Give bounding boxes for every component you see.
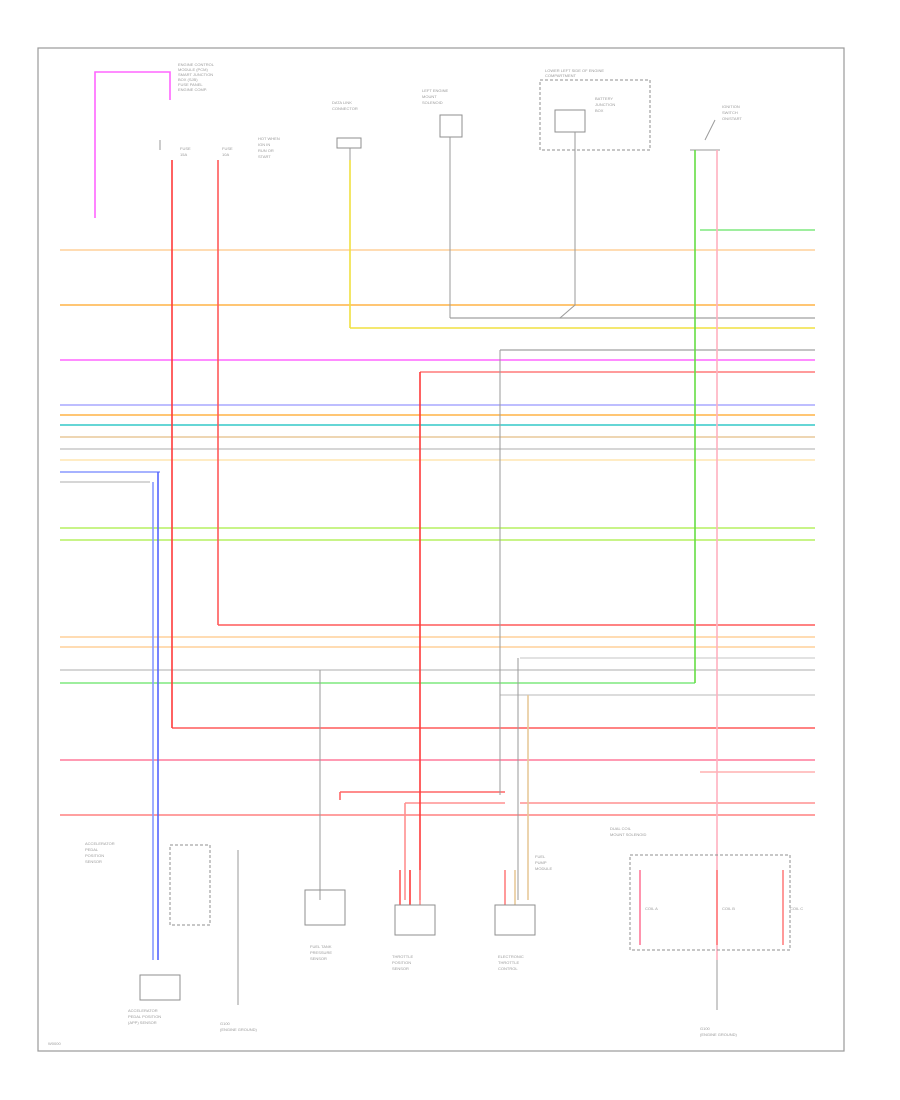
svg-text:THROTTLE: THROTTLE bbox=[498, 960, 519, 965]
svg-text:SENSOR: SENSOR bbox=[310, 956, 327, 961]
svg-text:POSITION: POSITION bbox=[85, 853, 104, 858]
svg-text:RUN OR: RUN OR bbox=[258, 148, 274, 153]
svg-text:PEDAL: PEDAL bbox=[85, 847, 99, 852]
svg-text:ACCELERATOR: ACCELERATOR bbox=[128, 1008, 158, 1013]
sensor-throttle: THROTTLE POSITION SENSOR bbox=[392, 870, 436, 971]
svg-text:CONTROL: CONTROL bbox=[498, 966, 518, 971]
svg-text:ELECTRONIC: ELECTRONIC bbox=[498, 954, 524, 959]
svg-text:MOUNT SOLENOID: MOUNT SOLENOID bbox=[610, 832, 646, 837]
svg-text:SENSOR: SENSOR bbox=[85, 859, 102, 864]
svg-text:G100: G100 bbox=[700, 1026, 711, 1031]
svg-text:DUAL COIL: DUAL COIL bbox=[610, 826, 632, 831]
svg-text:FUSE: FUSE bbox=[180, 146, 191, 151]
data-link-connector: DATA LINK CONNECTOR bbox=[332, 100, 362, 160]
svg-text:FUEL: FUEL bbox=[535, 854, 546, 859]
svg-text:THROTTLE: THROTTLE bbox=[392, 954, 413, 959]
sensor-left: ACCELERATOR PEDAL POSITION SENSOR ACCELE… bbox=[85, 841, 258, 1032]
fuse-pair: FUSE 15A FUSE 10A HOT WHEN IGN IN RUN OR… bbox=[180, 136, 280, 159]
svg-text:DATA LINK: DATA LINK bbox=[332, 100, 352, 105]
svg-text:BATTERY: BATTERY bbox=[595, 96, 613, 101]
ignition-switch: IGNITION SWITCH ON/START bbox=[690, 104, 742, 151]
svg-text:PUMP: PUMP bbox=[535, 860, 547, 865]
svg-text:FUEL TANK: FUEL TANK bbox=[310, 944, 332, 949]
svg-text:COIL B: COIL B bbox=[722, 906, 735, 911]
svg-text:HOT WHEN: HOT WHEN bbox=[258, 136, 280, 141]
svg-text:LEFT ENGINE: LEFT ENGINE bbox=[422, 88, 448, 93]
svg-text:COIL A: COIL A bbox=[645, 906, 658, 911]
sensor-middle-left: FUEL TANK PRESSURE SENSOR bbox=[304, 889, 346, 961]
svg-text:SWITCH: SWITCH bbox=[722, 110, 738, 115]
svg-text:15A: 15A bbox=[180, 152, 187, 157]
svg-text:FUSE PANEL: FUSE PANEL bbox=[178, 82, 203, 87]
svg-text:SOLENOID: SOLENOID bbox=[422, 100, 443, 105]
svg-text:G100: G100 bbox=[220, 1021, 231, 1026]
svg-text:PRESSURE: PRESSURE bbox=[310, 950, 332, 955]
svg-text:CONNECTOR: CONNECTOR bbox=[332, 106, 358, 111]
svg-text:IGNITION: IGNITION bbox=[722, 104, 740, 109]
svg-text:MOUNT: MOUNT bbox=[422, 94, 437, 99]
svg-text:SENSOR: SENSOR bbox=[392, 966, 409, 971]
svg-text:10A: 10A bbox=[222, 152, 229, 157]
svg-text:PEDAL POSITION: PEDAL POSITION bbox=[128, 1014, 161, 1019]
power-distribution-module: LOWER LEFT SIDE OF ENGINE COMPARTMENT BA… bbox=[539, 68, 651, 151]
svg-text:ACCELERATOR: ACCELERATOR bbox=[85, 841, 115, 846]
engine-control-module: ENGINE CONTROL MODULE (PCM) SMART JUNCTI… bbox=[94, 62, 215, 218]
svg-text:SMART JUNCTION: SMART JUNCTION bbox=[178, 72, 213, 77]
svg-text:JUNCTION: JUNCTION bbox=[595, 102, 615, 107]
svg-text:ENGINE CONTROL: ENGINE CONTROL bbox=[178, 62, 215, 67]
svg-text:LOWER LEFT SIDE OF ENGINE: LOWER LEFT SIDE OF ENGINE bbox=[545, 68, 604, 73]
vertical-wires bbox=[152, 132, 718, 960]
sensor-electronic-throttle: ELECTRONIC THROTTLE CONTROL FUEL PUMP MO… bbox=[494, 854, 552, 971]
svg-text:START: START bbox=[258, 154, 271, 159]
svg-text:COMPARTMENT: COMPARTMENT bbox=[545, 73, 577, 78]
svg-text:IGN IN: IGN IN bbox=[258, 142, 270, 147]
svg-text:POSITION: POSITION bbox=[392, 960, 411, 965]
svg-text:MODULE: MODULE bbox=[535, 866, 552, 871]
svg-text:(ENGINE GROUND): (ENGINE GROUND) bbox=[220, 1027, 258, 1032]
svg-text:(APP) SENSOR: (APP) SENSOR bbox=[128, 1020, 157, 1025]
horizontal-wires bbox=[60, 229, 815, 816]
svg-text:COIL C: COIL C bbox=[790, 906, 803, 911]
svg-text:MODULE (PCM): MODULE (PCM) bbox=[178, 67, 208, 72]
svg-text:BOX (SJB): BOX (SJB) bbox=[178, 77, 198, 82]
svg-text:ENGINE COMP.: ENGINE COMP. bbox=[178, 87, 207, 92]
diagram-id: W0000 bbox=[48, 1041, 61, 1046]
svg-text:FUSE: FUSE bbox=[222, 146, 233, 151]
svg-text:(ENGINE GROUND): (ENGINE GROUND) bbox=[700, 1032, 738, 1037]
coil-group: DUAL COIL MOUNT SOLENOID COIL A COIL B C… bbox=[610, 826, 803, 1037]
left-module: LEFT ENGINE MOUNT SOLENOID bbox=[422, 88, 463, 138]
diagram-border bbox=[37, 47, 845, 1052]
svg-text:ON/START: ON/START bbox=[722, 116, 742, 121]
svg-text:BOX: BOX bbox=[595, 108, 604, 113]
